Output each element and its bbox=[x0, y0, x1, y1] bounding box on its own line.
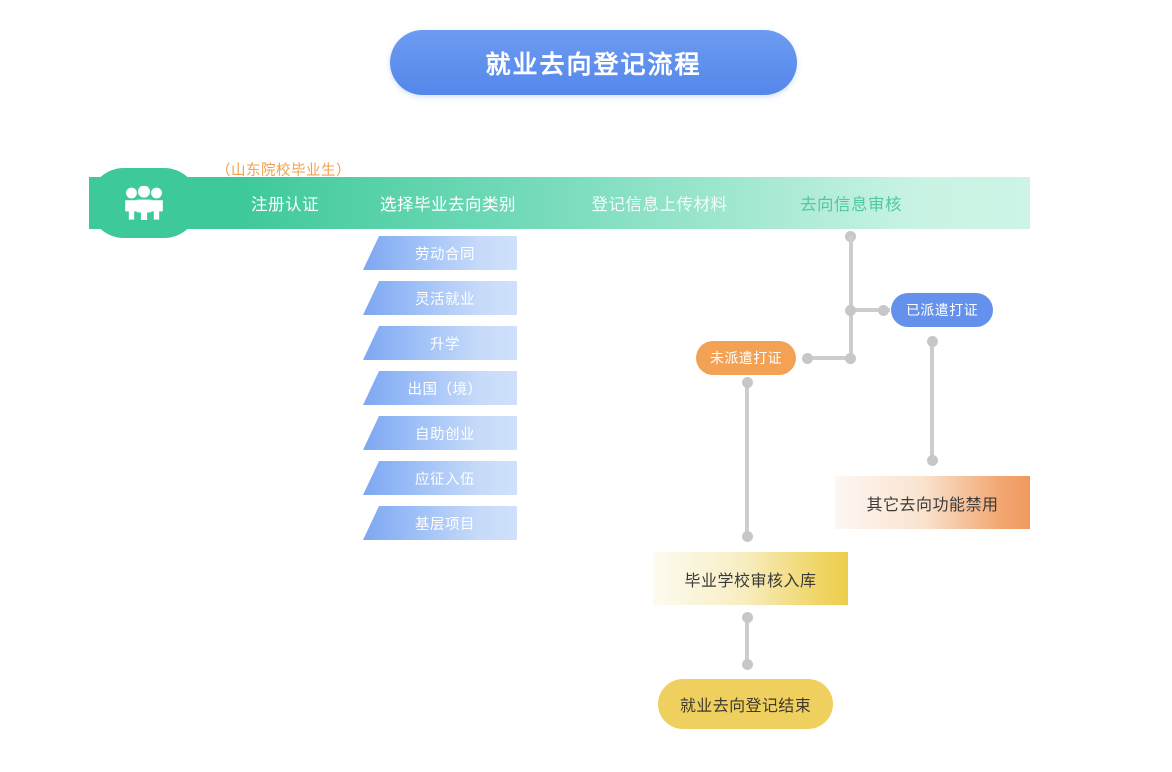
stage-step-1-label: 选择毕业去向类别 bbox=[380, 196, 516, 214]
connector-dot-dispatched-end bbox=[878, 304, 889, 316]
connector-undispatched-to-review bbox=[745, 382, 749, 537]
stage-step-3-label: 去向信息审核 bbox=[800, 196, 902, 214]
connector-dot-dispatched-junction bbox=[845, 304, 856, 316]
connector-dot-undispatched-down-top bbox=[741, 377, 753, 388]
node-finish[interactable]: 就业去向登记结束 bbox=[658, 679, 833, 729]
node-undispatched[interactable]: 未派遣打证 bbox=[696, 341, 796, 375]
node-other-disabled-label: 其它去向功能禁用 bbox=[866, 496, 999, 514]
connector-dot-dispatched-down-top bbox=[926, 336, 938, 347]
stage-badge bbox=[89, 168, 199, 238]
stage-bar bbox=[89, 177, 1030, 229]
connector-dot-undispatched-end bbox=[802, 352, 813, 364]
connector-trunk-vertical bbox=[848, 236, 853, 364]
node-school-review[interactable]: 毕业学校审核入库 bbox=[653, 552, 848, 605]
stage-step-0-label: 注册认证 bbox=[251, 196, 319, 214]
category-chip-6-label: 基层项目 bbox=[415, 516, 475, 533]
connector-to-undispatched bbox=[806, 356, 850, 360]
node-dispatched-label: 已派遣打证 bbox=[906, 302, 978, 318]
page-title: 就业去向登记流程 bbox=[390, 30, 797, 95]
connector-dot-review-down-bottom bbox=[741, 659, 753, 670]
connector-dot-undispatched-corner bbox=[845, 352, 856, 364]
connector-review-to-finish bbox=[745, 617, 749, 665]
connector-to-dispatched bbox=[848, 308, 890, 312]
category-chip-5-label: 应征入伍 bbox=[415, 471, 475, 488]
category-chip-0-label: 劳动合同 bbox=[415, 246, 475, 263]
stage-step-1[interactable]: 选择毕业去向类别 bbox=[363, 177, 533, 229]
node-finish-label: 就业去向登记结束 bbox=[679, 698, 812, 715]
category-chip-0[interactable]: 劳动合同 bbox=[363, 236, 517, 270]
audience-caption: （山东院校毕业生） bbox=[216, 163, 351, 179]
node-school-review-label: 毕业学校审核入库 bbox=[684, 572, 817, 590]
stage-step-2[interactable]: 登记信息上传材料 bbox=[572, 177, 747, 229]
category-chip-3-label: 出国（境） bbox=[407, 381, 483, 398]
category-chip-1-label: 灵活就业 bbox=[415, 291, 475, 308]
node-dispatched[interactable]: 已派遣打证 bbox=[891, 293, 993, 327]
node-undispatched-label: 未派遣打证 bbox=[710, 350, 782, 366]
category-chip-1[interactable]: 灵活就业 bbox=[363, 281, 517, 315]
category-chip-6[interactable]: 基层项目 bbox=[363, 506, 517, 540]
connector-dispatched-to-other bbox=[930, 342, 934, 462]
connector-dot-dispatched-down-bottom bbox=[926, 455, 938, 466]
node-other-disabled[interactable]: 其它去向功能禁用 bbox=[835, 476, 1030, 529]
category-chip-3[interactable]: 出国（境） bbox=[363, 371, 517, 405]
stage-step-3[interactable]: 去向信息审核 bbox=[782, 177, 920, 229]
category-chip-2-label: 升学 bbox=[430, 336, 460, 353]
category-chip-4-label: 自助创业 bbox=[415, 426, 475, 443]
stage-step-0[interactable]: 注册认证 bbox=[218, 177, 352, 229]
connector-dot-review-down-top bbox=[741, 612, 753, 623]
people-group-icon bbox=[122, 186, 166, 220]
page-title-text: 就业去向登记流程 bbox=[485, 50, 702, 79]
category-chip-5[interactable]: 应征入伍 bbox=[363, 461, 517, 495]
connector-dot-undispatched-down-bottom bbox=[741, 531, 753, 542]
category-chip-2[interactable]: 升学 bbox=[363, 326, 517, 360]
category-chip-4[interactable]: 自助创业 bbox=[363, 416, 517, 450]
stage-step-2-label: 登记信息上传材料 bbox=[591, 196, 728, 214]
